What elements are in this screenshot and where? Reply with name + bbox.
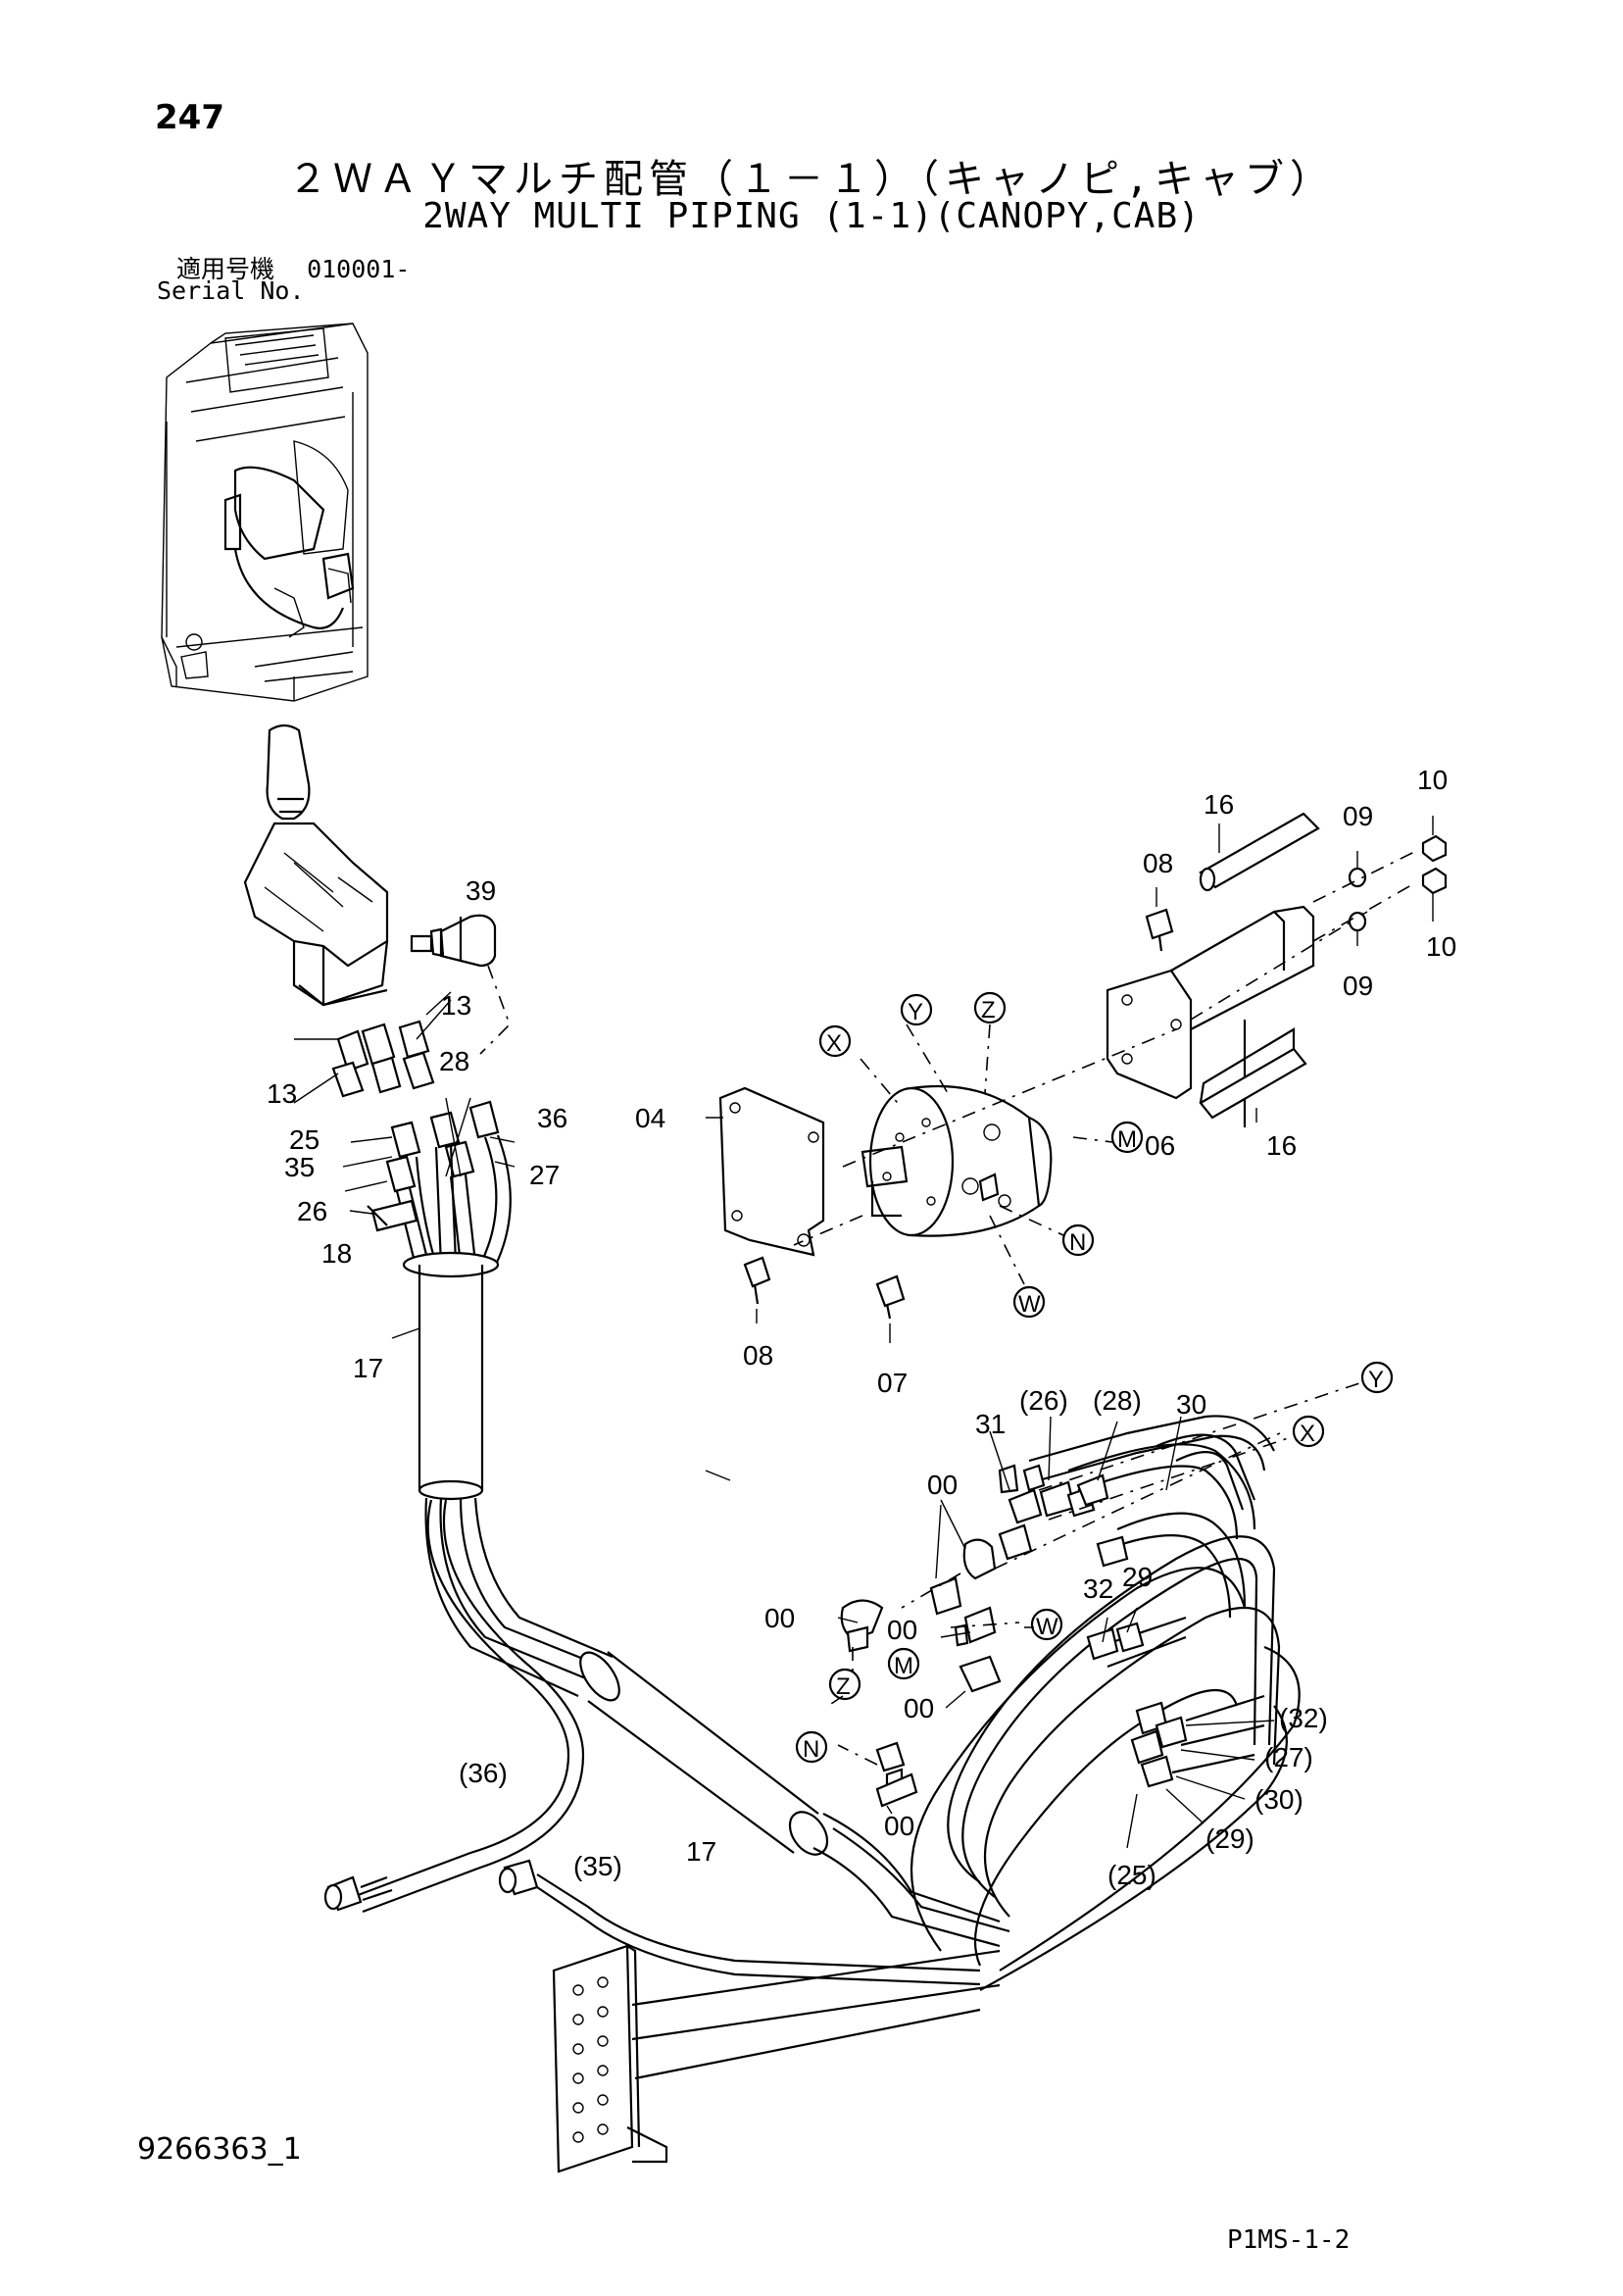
- callout-32: 32: [1083, 1573, 1113, 1604]
- callout-39: 39: [466, 875, 496, 906]
- page-number: 247: [155, 98, 224, 137]
- port-y-hose: Y: [1368, 1367, 1384, 1393]
- part-17-protector-lower: [579, 1651, 1010, 1948]
- title-english: 2WAY MULTI PIPING (1-1)(CANOPY,CAB): [422, 196, 1201, 236]
- callout-10-bottom: 10: [1426, 931, 1456, 962]
- port-x-valve: X: [826, 1030, 842, 1057]
- part-04-bracket: [718, 1086, 825, 1257]
- callout-27: 27: [529, 1160, 560, 1190]
- callout-28: 28: [439, 1046, 469, 1076]
- part-06-plate: [1106, 905, 1368, 1127]
- callout-16-top: 16: [1204, 789, 1234, 820]
- title-japanese: ２ＷＡＹマルチ配管（１－１）（キャノピ,キャブ）: [287, 157, 1336, 202]
- callout-25: 25: [289, 1124, 320, 1155]
- callout-10-top: 10: [1417, 765, 1448, 795]
- callout-09-top: 09: [1343, 801, 1373, 831]
- lever-hoses: [367, 1100, 512, 1271]
- callout-26: 26: [297, 1196, 327, 1226]
- serial-label-english: Serial No.: [157, 276, 305, 305]
- callout-00-bottom: 00: [884, 1811, 914, 1841]
- callout-36-paren: (36): [459, 1758, 508, 1788]
- mounting-plate: [552, 1944, 1001, 2173]
- callout-07: 07: [877, 1368, 908, 1398]
- port-z-fitting: Z: [836, 1673, 851, 1700]
- hose-36-end: [323, 1875, 393, 1912]
- callout-36: 36: [537, 1103, 567, 1133]
- callout-numbers: 16 10 09 08 39 10 09 13 13 28 36 04 25 3…: [267, 765, 1456, 1890]
- callout-28-paren: (28): [1093, 1385, 1142, 1416]
- mounting-bolts: [743, 908, 1174, 1320]
- hose-35: [498, 1859, 981, 1986]
- callout-30: 30: [1176, 1389, 1206, 1420]
- callout-00-left: 00: [764, 1603, 795, 1633]
- part-39-elbow: [410, 914, 511, 1055]
- leader-lines: [342, 816, 1434, 1849]
- hose-adapters: [998, 1473, 1265, 1788]
- callout-00-mid: 00: [887, 1615, 917, 1645]
- serial-label-jp-text: 適用号機: [176, 255, 275, 283]
- callout-13-right: 13: [441, 990, 471, 1021]
- part-16-rubber-strips: [1199, 812, 1320, 1120]
- port-n-fitting: N: [803, 1736, 819, 1763]
- callout-16-bottom: 16: [1266, 1130, 1297, 1161]
- port-m-fitting: M: [894, 1653, 913, 1679]
- callout-04: 04: [635, 1103, 665, 1133]
- callout-17-lower: 17: [686, 1836, 716, 1867]
- callout-18: 18: [321, 1238, 352, 1269]
- rear-hose-bundle: [910, 1415, 1301, 1991]
- callout-08-top: 08: [1143, 848, 1173, 878]
- port-x-hose: X: [1300, 1421, 1315, 1447]
- port-w-valve: W: [1018, 1291, 1041, 1318]
- callout-00-lower: 00: [904, 1693, 934, 1723]
- port-m-valve: M: [1117, 1126, 1137, 1153]
- callout-25-paren: (25): [1107, 1860, 1156, 1890]
- callout-13-left: 13: [267, 1078, 297, 1109]
- port-y-valve: Y: [908, 999, 923, 1025]
- multi-selector-valve: [861, 1084, 1053, 1237]
- part-00-fittings: [840, 1430, 1285, 1808]
- part-13-fittings: [293, 991, 452, 1104]
- callout-06: 06: [1145, 1130, 1175, 1161]
- callout-29: 29: [1122, 1562, 1153, 1592]
- port-markers: X Y Z M N W Y X W Z M N: [795, 991, 1394, 1764]
- part-17-protector-upper: [352, 1251, 614, 1914]
- serial-value: 010001-: [307, 255, 411, 283]
- callout-27-paren: (27): [1264, 1742, 1313, 1772]
- callout-26-paren: (26): [1019, 1385, 1068, 1416]
- part-09-10-washers-nuts: [1312, 834, 1448, 942]
- machine-overview-sketch: [161, 323, 369, 702]
- callout-09-bottom: 09: [1343, 971, 1373, 1001]
- callout-32-paren: (32): [1279, 1703, 1328, 1733]
- callout-08-bottom: 08: [743, 1340, 773, 1371]
- callout-30-paren: (30): [1254, 1784, 1303, 1815]
- callout-35: 35: [284, 1152, 315, 1182]
- callout-35-paren: (35): [573, 1851, 622, 1881]
- callout-00-top: 00: [927, 1470, 958, 1500]
- port-z-valve: Z: [981, 997, 996, 1023]
- control-lever: [243, 724, 389, 1007]
- sheet-reference: P1MS-1-2: [1227, 2225, 1351, 2255]
- callout-29-paren: (29): [1205, 1823, 1254, 1854]
- callout-17-upper: 17: [353, 1353, 383, 1383]
- port-w-fitting: W: [1036, 1614, 1058, 1640]
- callout-31: 31: [975, 1409, 1006, 1439]
- port-n-valve: N: [1069, 1229, 1086, 1256]
- document-id: 9266363_1: [137, 2132, 302, 2167]
- serial-label-japanese: 適用号機 010001-: [176, 250, 410, 285]
